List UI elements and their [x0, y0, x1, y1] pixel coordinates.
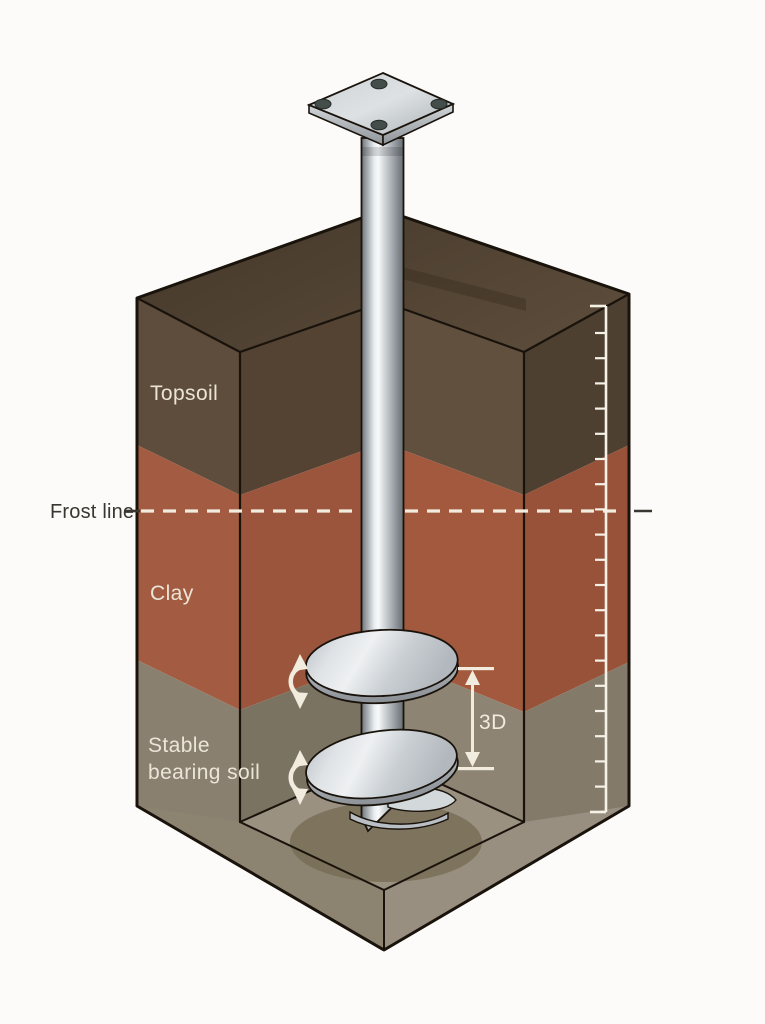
shaft-cap-shadow — [362, 147, 403, 156]
rotation-arrowhead-down — [292, 692, 308, 709]
stable-soil-label-line1: Stable — [148, 734, 210, 757]
bolt-hole — [314, 98, 332, 110]
annotations: 3D — [288, 654, 507, 805]
rotation-arrow-lower — [288, 750, 308, 805]
lower-helix-plate — [305, 728, 459, 807]
bolt-hole — [370, 119, 388, 131]
frost-line-label: Frost line — [50, 501, 134, 523]
outer-left-topsoil-layer — [137, 298, 240, 495]
topsoil-label: Topsoil — [150, 382, 218, 405]
stable-soil-label-line2: bearing soil — [148, 761, 260, 784]
helix-spacing-dimension: 3D — [458, 667, 507, 771]
rotation-arrowhead-up — [292, 654, 308, 671]
bolt-hole — [370, 78, 388, 90]
dimension-arrowhead-down — [465, 752, 480, 767]
helical-pier — [304, 72, 459, 833]
bolt-hole — [430, 98, 448, 110]
inner-right-topsoil-layer — [384, 302, 524, 495]
dimension-bar-top — [458, 667, 494, 671]
rotation-arrowhead-down — [292, 788, 308, 805]
outer-right-topsoil-layer — [524, 294, 629, 495]
dimension-arrowhead-up — [465, 670, 480, 685]
dimension-bar-bottom — [458, 767, 494, 771]
notch-vertical-edges — [238, 350, 526, 824]
soil-labels: Topsoil Clay Stable bearing soil — [148, 382, 260, 784]
cap-plate-top — [306, 72, 456, 136]
depth-ruler — [590, 304, 608, 814]
top-front-edges — [135, 292, 631, 354]
rotation-arrowhead-up — [292, 750, 308, 767]
helix-spacing-label: 3D — [479, 711, 507, 734]
frost-line: Frost line — [50, 501, 652, 523]
top-face-shading-streak — [398, 266, 526, 311]
outer-right-clay-layer — [524, 445, 629, 712]
pilot-blade-underside — [349, 810, 449, 830]
clay-label: Clay — [150, 582, 194, 605]
pier-cap-plate — [306, 72, 456, 147]
lower-helix-top — [305, 728, 458, 800]
rotation-arrow-upper — [288, 654, 308, 709]
inner-left-topsoil-layer — [240, 302, 384, 495]
upper-helix-plate — [304, 628, 459, 705]
